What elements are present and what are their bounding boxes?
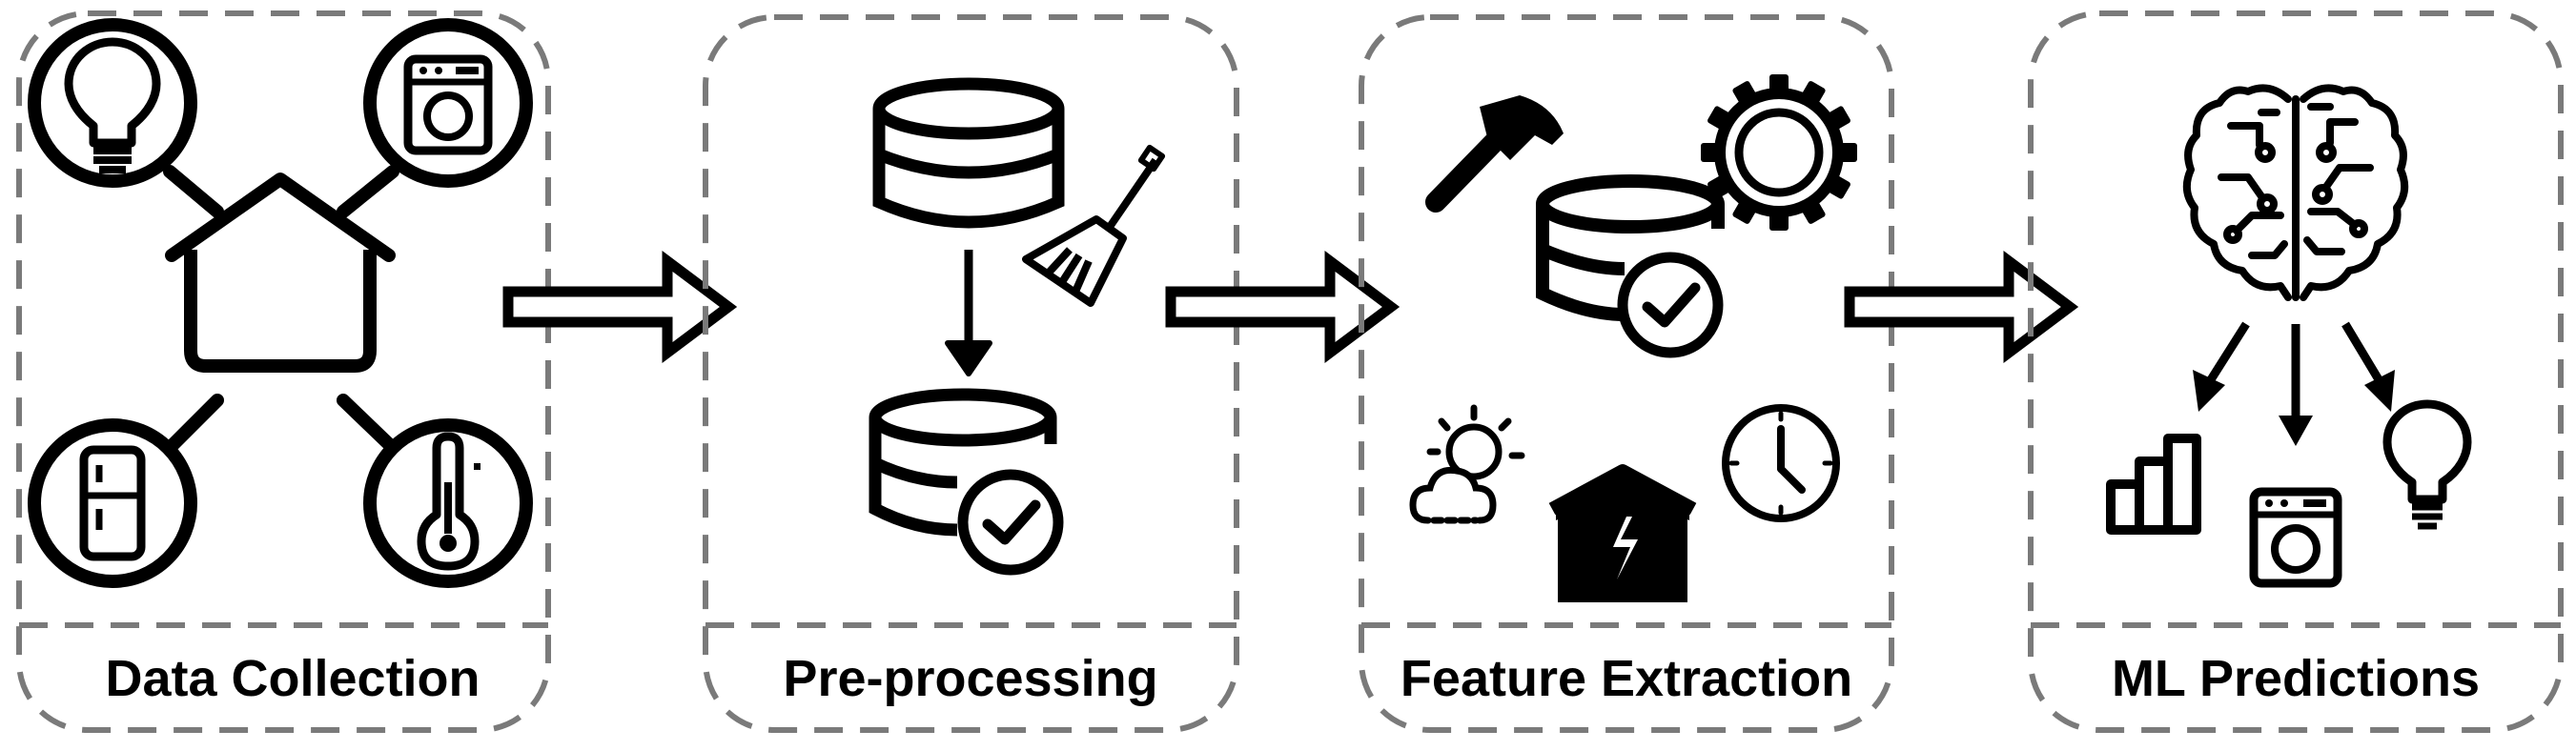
database-icon: [872, 77, 1065, 229]
house-icon: [165, 173, 396, 373]
stage-frame: [16, 10, 551, 733]
database-check-icon: [869, 388, 1064, 576]
stage-frame: [2028, 10, 2564, 733]
stage-frame: [1359, 14, 1894, 733]
lightbulb-icon: [2382, 399, 2472, 530]
stage-label: Pre-processing: [783, 650, 1157, 707]
flow-arrow: [1844, 251, 2079, 363]
stage-data-collection: Data Collection: [16, 10, 551, 733]
stage-frame: [703, 14, 1239, 733]
gear-icon: [1701, 74, 1857, 231]
stage-feature-extraction: Feature Extraction: [1359, 14, 1894, 733]
bar-chart-icon: [2106, 434, 2201, 535]
weather-icon: [1409, 404, 1525, 524]
hammer-icon: [1425, 95, 1564, 213]
stage-label: ML Predictions: [2112, 650, 2480, 707]
stage-label: Data Collection: [105, 650, 480, 707]
database-check-icon: [1536, 174, 1725, 358]
clock-icon: [1722, 404, 1840, 522]
connector-lines: [163, 165, 399, 455]
down-arrow-icon: [945, 250, 992, 376]
ai-brain-icon: [2182, 84, 2409, 301]
fridge-icon: [28, 418, 197, 588]
house-energy-icon: [1548, 464, 1697, 602]
broom-icon: [1022, 144, 1166, 307]
washing-machine-icon: [2249, 487, 2342, 588]
thermometer-icon: [363, 418, 533, 588]
stage-label: Feature Extraction: [1400, 650, 1852, 707]
stage-ml-predictions: ML Predictions: [2028, 10, 2564, 733]
lightbulb-icon: [28, 18, 197, 188]
washing-machine-icon: [363, 18, 533, 188]
flow-arrow: [1165, 251, 1400, 363]
stage-pre-processing: Pre-processing: [703, 14, 1239, 733]
prediction-arrows: [2193, 321, 2395, 446]
flow-arrow: [502, 251, 738, 363]
